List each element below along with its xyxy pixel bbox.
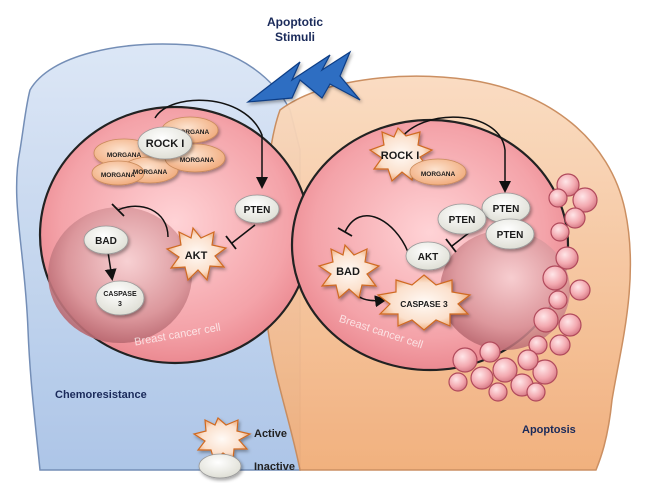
legend-inactive-icon: [198, 453, 242, 479]
legend-inactive-label: Inactive: [254, 461, 295, 473]
akt-star-left: [165, 226, 228, 282]
caspase-label-left-1: CASPASE: [103, 291, 137, 298]
morgana-label: MORGANA: [133, 169, 168, 176]
inhibit-bar: [225, 235, 237, 250]
apoptotic-blebs: [448, 173, 598, 402]
akt-label-left: AKT: [185, 250, 208, 262]
akt-label-right: AKT: [418, 252, 439, 263]
inhibit-bar: [337, 227, 353, 237]
caspase-node-left: [95, 280, 145, 316]
caspase-label-right: CASPASE 3: [400, 299, 448, 309]
inhibit-akt-bad-left: [117, 205, 169, 238]
pten-node-right-2: [437, 203, 487, 235]
bad-label-right: BAD: [336, 266, 360, 278]
rock-node-left: [137, 126, 193, 160]
caspase-label-left-2: 3: [118, 301, 122, 308]
morgana-label: MORGANA: [101, 172, 136, 179]
title-line-2: Stimuli: [275, 30, 315, 44]
legend: Active Inactive: [192, 417, 295, 479]
arrow-rock-to-pten-left: [154, 99, 268, 189]
rock-label-left: ROCK I: [146, 138, 185, 150]
pten-label-right: PTEN: [497, 230, 524, 241]
pten-node-right-3: [485, 218, 535, 250]
bad-node-left: [83, 225, 129, 255]
legend-active-icon: [192, 417, 252, 462]
morgana-label: MORGANA: [180, 157, 215, 164]
inhibit-pten-akt-left: [231, 224, 256, 244]
inhibit-akt-bad-right: [344, 215, 409, 253]
arrow-rock-to-pten-right: [399, 116, 511, 193]
apoptosis-label: Apoptosis: [522, 424, 576, 436]
morgana-cluster-left: [91, 116, 226, 186]
morgana-label: MORGANA: [107, 152, 142, 159]
rock-label-right: ROCK I: [381, 150, 420, 162]
bad-star-right: [317, 243, 381, 300]
pten-label-left: PTEN: [244, 205, 271, 216]
legend-active-label: Active: [254, 428, 287, 440]
chemoresistance-label: Chemoresistance: [55, 389, 147, 401]
morgana-label-right: MORGANA: [421, 171, 456, 178]
inhibit-pten-akt-right: [451, 231, 471, 247]
arrow-bad-to-caspase-left: [104, 251, 117, 281]
title-line-1: Apoptotic: [267, 15, 323, 29]
inhibit-bar: [445, 238, 457, 253]
morgana-label: MORGANA: [175, 129, 210, 136]
inhibit-bar: [111, 203, 125, 217]
caspase-star-right: [376, 274, 472, 331]
morgana-node-right: [409, 158, 467, 186]
bad-label-left: BAD: [95, 236, 117, 247]
pten-label-right: PTEN: [493, 204, 520, 215]
akt-node-right: [405, 241, 451, 271]
pten-label-right: PTEN: [449, 215, 476, 226]
pten-node-left: [234, 194, 280, 224]
lightning-bolt-icon: [245, 50, 361, 103]
left-nucleus: [48, 207, 192, 343]
